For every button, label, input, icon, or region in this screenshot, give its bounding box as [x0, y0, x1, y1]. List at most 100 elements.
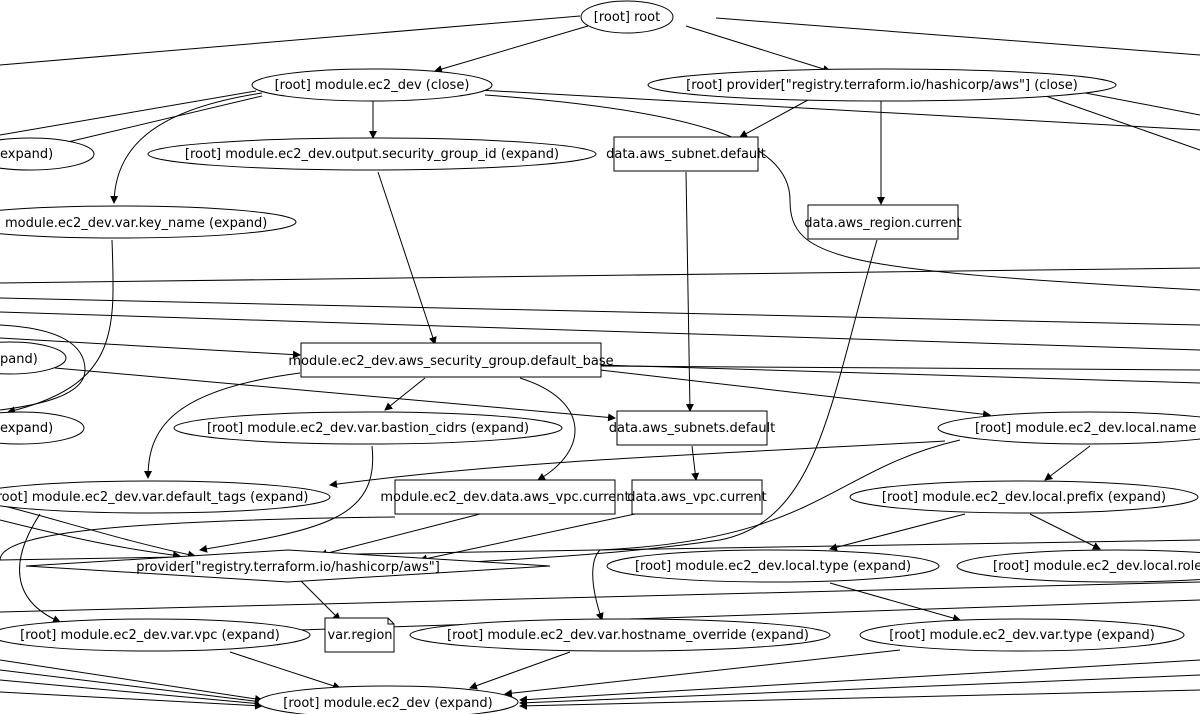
edge	[504, 649, 901, 698]
edge	[519, 674, 1200, 707]
edge	[0, 691, 263, 710]
edge	[829, 513, 966, 552]
edge	[19, 513, 61, 623]
node-label: module.ec2_dev.aws_security_group.defaul…	[288, 354, 613, 369]
edge	[469, 651, 571, 690]
node-local-role[interactable]: [root] module.ec2_dev.local.role (	[956, 549, 1200, 583]
node-expand-left-low[interactable]: expand)	[0, 411, 85, 445]
node-label: [root] module.ec2_dev.var.hostname_overr…	[447, 628, 809, 643]
edge	[0, 519, 181, 560]
edge	[1029, 513, 1101, 550]
node-label: [root] provider["registry.terraform.io/h…	[686, 78, 1078, 93]
node-label: [root] module.ec2_dev.var.type (expand)	[889, 628, 1155, 643]
node-label: [root] module.ec2_dev.local.prefix (expa…	[882, 490, 1166, 505]
node-data-vpc-current-mod[interactable]: module.ec2_dev.data.aws_vpc.current	[380, 479, 630, 515]
edge	[599, 365, 1200, 371]
edge	[0, 669, 263, 706]
edge	[0, 324, 86, 411]
node-sg-default-base[interactable]: module.ec2_dev.aws_security_group.defaul…	[288, 342, 614, 378]
node-provider-close[interactable]: [root] provider["registry.terraform.io/h…	[647, 68, 1117, 102]
node-var-bastion[interactable]: [root] module.ec2_dev.var.bastion_cidrs …	[173, 411, 563, 445]
node-label: [root] module.ec2_dev.local.name (e	[975, 421, 1200, 436]
edges	[0, 15, 1200, 710]
edge	[0, 516, 396, 561]
edge	[829, 582, 961, 622]
edge	[110, 92, 263, 204]
node-expand-left-top[interactable]: expand)	[0, 137, 95, 171]
node-var-default-tags[interactable]: [root] module.ec2_dev.var.default_tags (…	[0, 480, 331, 514]
edge	[329, 440, 946, 489]
node-label: [root] module.ec2_dev (expand)	[283, 696, 493, 711]
node-root[interactable]: [root] root	[580, 0, 674, 34]
edge	[429, 239, 878, 569]
node-module-close[interactable]: [root] module.ec2_dev (close)	[251, 68, 493, 102]
edge	[229, 651, 341, 690]
node-subnet-default[interactable]: data.aws_subnet.default	[606, 136, 766, 172]
edge	[519, 377, 576, 481]
node-provider-aws[interactable]: provider["registry.terraform.io/hashicor…	[25, 549, 551, 583]
edge	[377, 171, 437, 345]
node-label: pand)	[0, 352, 38, 367]
edge	[0, 659, 263, 703]
node-subnets-default[interactable]: data.aws_subnets.default	[609, 410, 776, 446]
node-label: expand)	[0, 421, 53, 436]
edge	[384, 377, 426, 411]
node-region-current[interactable]: data.aws_region.current	[804, 204, 962, 240]
edge	[519, 659, 1200, 704]
node-local-prefix[interactable]: [root] module.ec2_dev.local.prefix (expa…	[849, 480, 1199, 514]
edge	[144, 372, 301, 479]
edge	[715, 17, 1200, 56]
node-var-hostname[interactable]: [root] module.ec2_dev.var.hostname_overr…	[409, 618, 831, 652]
edge	[519, 689, 1200, 710]
edge	[319, 513, 481, 558]
edge	[477, 89, 1200, 131]
node-var-type[interactable]: [root] module.ec2_dev.var.type (expand)	[859, 618, 1185, 652]
node-label: data.aws_subnets.default	[609, 421, 776, 436]
node-label: [root] module.ec2_dev.local.role (	[993, 559, 1200, 574]
edge	[0, 311, 1200, 351]
node-var-vpc[interactable]: [root] module.ec2_dev.var.vpc (expand)	[0, 618, 311, 652]
node-label: data.aws_subnet.default	[606, 147, 766, 162]
node-output-sg-id[interactable]: [root] module.ec2_dev.output.security_gr…	[147, 137, 597, 171]
edge	[685, 171, 694, 412]
edge	[739, 99, 809, 138]
node-var-region[interactable]: var.region	[324, 617, 395, 653]
node-label: module.ec2_dev.var.key_name (expand)	[5, 216, 267, 231]
edge	[299, 579, 341, 621]
edge	[1069, 89, 1200, 116]
edge	[685, 25, 831, 73]
edge	[0, 267, 1200, 284]
edge	[0, 15, 581, 66]
node-label: var.region	[327, 628, 392, 643]
node-label: [root] module.ec2_dev.var.vpc (expand)	[20, 628, 280, 643]
node-label: [root] module.ec2_dev (close)	[275, 78, 470, 93]
edge	[592, 439, 961, 621]
edge	[7, 239, 114, 415]
edge	[599, 369, 991, 419]
edge	[691, 445, 700, 481]
edge	[434, 25, 589, 73]
edge	[1039, 93, 1200, 151]
node-label: [root] module.ec2_dev.local.type (expand…	[635, 559, 911, 574]
node-var-key-name[interactable]: module.ec2_dev.var.key_name (expand)	[0, 205, 297, 239]
node-local-type[interactable]: [root] module.ec2_dev.local.type (expand…	[606, 549, 940, 583]
node-label: [root] module.ec2_dev.output.security_gr…	[185, 147, 559, 162]
edge	[54, 367, 616, 422]
node-label: [root] module.ec2_dev.var.bastion_cidrs …	[207, 421, 529, 436]
edge	[0, 581, 1200, 613]
node-label: module.ec2_dev.data.aws_vpc.current	[380, 490, 629, 505]
edge	[0, 90, 257, 136]
edge	[599, 364, 1200, 384]
node-data-vpc-current[interactable]: data.aws_vpc.current	[627, 479, 767, 515]
edge	[0, 337, 301, 359]
node-local-name[interactable]: [root] module.ec2_dev.local.name (e	[937, 411, 1200, 445]
edge	[1044, 445, 1091, 481]
node-label: provider["registry.terraform.io/hashicor…	[136, 560, 440, 575]
edge	[0, 297, 1200, 326]
node-label: [root] root	[594, 10, 660, 25]
node-module-expand[interactable]: [root] module.ec2_dev (expand)	[257, 685, 519, 714]
edge	[54, 95, 263, 146]
node-expand-left-mid[interactable]: pand)	[0, 341, 67, 375]
